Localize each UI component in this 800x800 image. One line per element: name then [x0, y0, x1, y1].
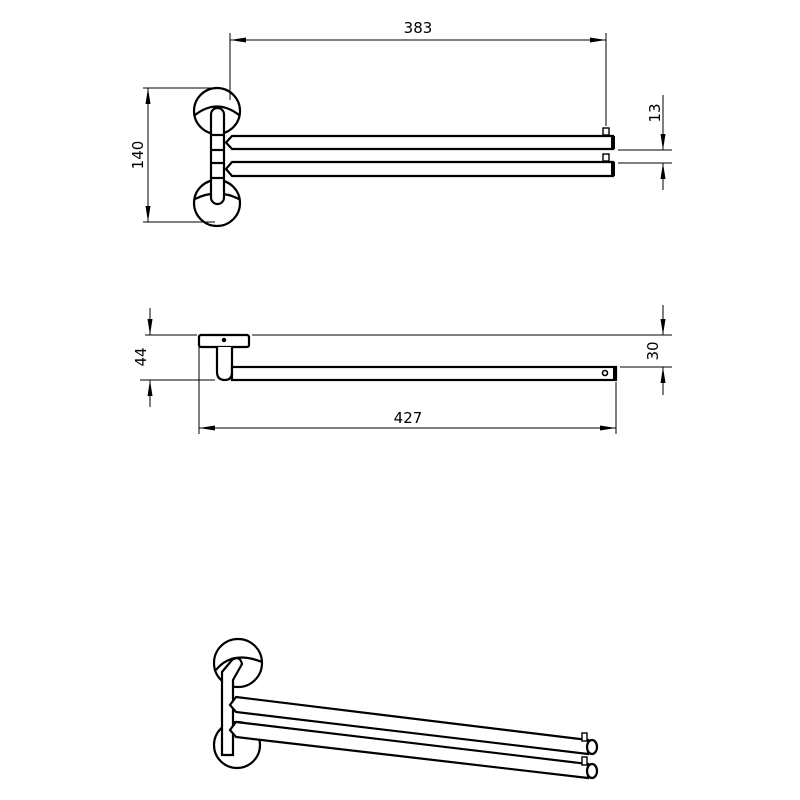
dimension-427: 427	[198, 347, 617, 434]
dimension-383: 383	[229, 19, 607, 126]
towel-arm-side	[230, 365, 618, 382]
top-view: 383 140 13	[129, 19, 672, 228]
iso-arm-1	[228, 695, 599, 756]
dimension-140: 140	[129, 87, 215, 223]
dim-13-label: 13	[646, 103, 664, 122]
dim-140-label: 140	[129, 141, 147, 170]
dimension-13: 13	[618, 95, 672, 190]
dim-30-label: 30	[644, 341, 662, 360]
isometric-view	[212, 637, 599, 780]
iso-arm-2	[228, 720, 599, 780]
dimension-44: 44	[132, 308, 153, 407]
dim-383-label: 383	[404, 19, 433, 37]
mount-pillar	[209, 106, 226, 206]
dimension-30: 30	[644, 305, 666, 395]
towel-arm-1	[224, 127, 615, 151]
side-view: 44 30 427	[132, 305, 672, 434]
towel-arm-2	[224, 153, 615, 178]
dim-427-label: 427	[394, 409, 423, 427]
mount-stem	[215, 347, 234, 382]
dim-44-label: 44	[132, 347, 150, 366]
